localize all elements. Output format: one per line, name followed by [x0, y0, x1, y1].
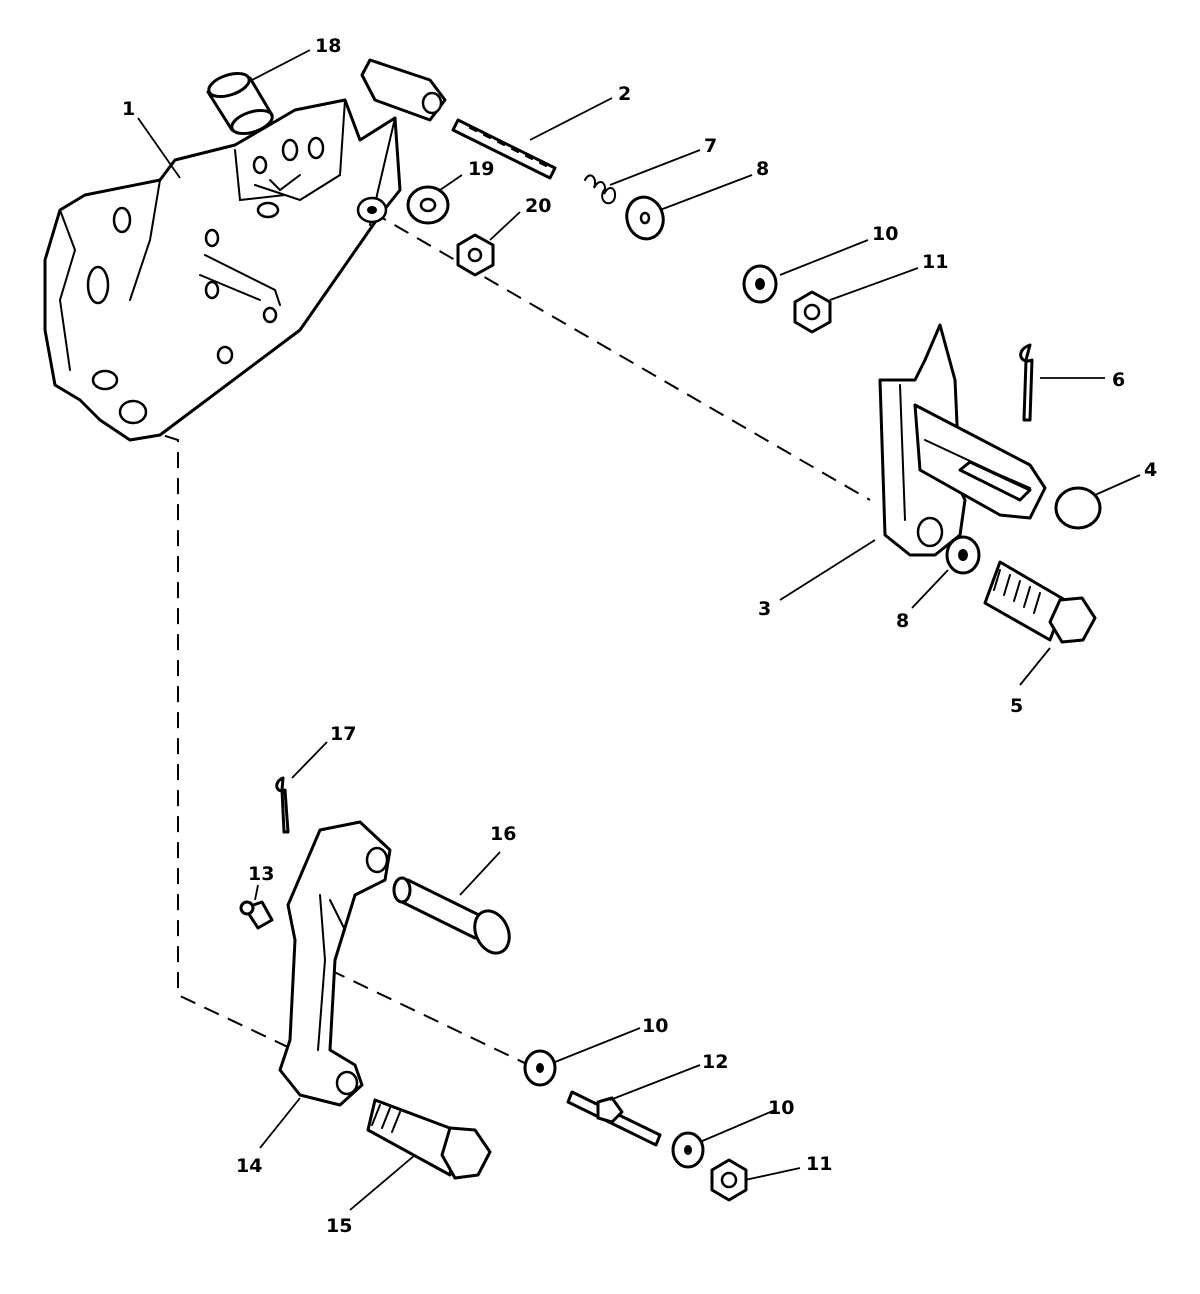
- callout-7: 7: [704, 135, 717, 157]
- part-1-bracket: [43, 58, 447, 442]
- callout-18: 18: [315, 35, 341, 57]
- callout-19: 19: [468, 158, 494, 180]
- callout-10-upper: 10: [872, 223, 898, 245]
- part-11-nut-upper: [793, 290, 832, 334]
- part-20-nut: [456, 233, 495, 277]
- callouts: 1 18 2 7 8 19 20 10 11 6 4 3 8 5 17 16 1…: [122, 35, 1157, 1237]
- part-10-washer-lower-a: [523, 1049, 557, 1087]
- callout-17: 17: [330, 723, 356, 745]
- part-5-bolt: [983, 560, 1097, 644]
- part-17-cotter-pin: [275, 776, 290, 834]
- callout-4: 4: [1144, 459, 1157, 481]
- part-11-nut-lower: [710, 1158, 748, 1202]
- callout-8-upper: 8: [756, 158, 769, 180]
- part-3-lever: [878, 323, 1047, 557]
- part-2-stud: [451, 118, 557, 180]
- callout-12: 12: [702, 1051, 728, 1073]
- part-15-shoulder-bolt: [366, 1098, 492, 1180]
- callout-11-upper: 11: [922, 251, 948, 273]
- callout-2: 2: [618, 83, 631, 105]
- callout-20: 20: [525, 195, 551, 217]
- callout-1: 1: [122, 98, 135, 120]
- part-7-spring: [584, 174, 616, 205]
- part-8-washer-lower: [945, 535, 981, 575]
- part-10-washer-upper: [742, 264, 778, 304]
- part-19-washer: [406, 185, 450, 225]
- callout-14: 14: [236, 1155, 262, 1177]
- callout-5: 5: [1010, 695, 1023, 717]
- callout-3: 3: [758, 598, 771, 620]
- part-13-fitting: [239, 900, 274, 930]
- callout-6: 6: [1112, 369, 1125, 391]
- part-16-pin: [392, 876, 511, 955]
- part-12-stud: [566, 1090, 662, 1147]
- part-14-link-arm: [278, 820, 392, 1107]
- callout-16: 16: [490, 823, 516, 845]
- assembly-lines: [139, 211, 871, 1069]
- callout-10-lower-a: 10: [642, 1015, 668, 1037]
- part-8-washer-upper: [625, 195, 665, 241]
- part-4-cap: [1054, 486, 1102, 530]
- part-10-washer-lower-b: [671, 1131, 705, 1169]
- callout-13: 13: [248, 863, 274, 885]
- callout-8-lower: 8: [896, 610, 909, 632]
- part-18-bushing: [206, 71, 274, 136]
- callout-10-lower-b: 10: [768, 1097, 794, 1119]
- callout-15: 15: [326, 1215, 352, 1237]
- leader-lines: [137, 49, 1141, 1211]
- callout-11-lower: 11: [806, 1153, 832, 1175]
- part-6-cotter-pin: [1019, 343, 1034, 422]
